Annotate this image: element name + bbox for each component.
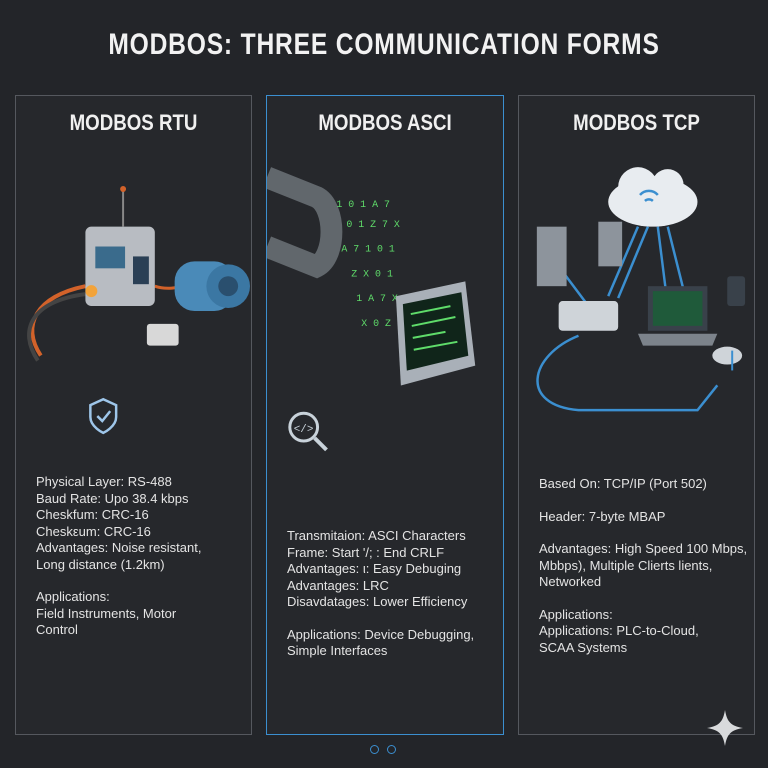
spec-line: Disavdatages: Lower Efficiency (287, 594, 468, 609)
applications-line: Simple Interfaces (287, 643, 388, 658)
laptop-icon (637, 286, 718, 346)
sensor-icon (146, 323, 179, 346)
phone-icon (727, 276, 746, 306)
spec-line: Physical Layer: RS-488 (36, 474, 172, 489)
card-title: MODBOS RTU (69, 110, 198, 135)
applications-line: Applications: (36, 589, 110, 604)
svg-text:1 0 1 A 7: 1 0 1 A 7 (336, 199, 390, 210)
svg-text:Z X 0 1: Z X 0 1 (351, 268, 393, 279)
page-dot[interactable] (387, 745, 396, 754)
card-modbus-tcp: MODBOS TCP Based On: TCP/IP (Port 502) H… (518, 95, 755, 735)
spec-line: Advantages: ι: Easy Debuging (287, 561, 462, 576)
page-dot[interactable] (370, 745, 379, 754)
tcp-network-illustration (536, 167, 746, 412)
router-icon (558, 301, 619, 331)
spec-line: Advantages: LRC (287, 577, 389, 593)
applications-line: SCAA Systems (539, 639, 628, 655)
server-icon (536, 221, 623, 287)
spec-line: Header: 7-byte MBAP (539, 508, 666, 524)
code-search-icon: </> (288, 411, 328, 452)
applications-line: Control (36, 622, 78, 637)
spec-line: Transmitaion: ASCI Characters (287, 528, 466, 543)
controller-box-icon (85, 186, 155, 306)
spec-line: Frame: Start '/; : End CRLF (287, 544, 445, 560)
rtu-device-illustration (27, 186, 251, 435)
rtu-specs: Physical Layer: RS-488 Baud Rate: Upo 38… (36, 474, 243, 639)
cloud-upload-icon (712, 346, 743, 371)
spec-line: Baud Rate: Upo 38.4 kbps (36, 490, 189, 506)
spec-line: Long distance (1.2km) (36, 556, 165, 572)
sparkle-icon (707, 710, 743, 746)
ascii-terminal-illustration: 1 0 1 A 7 0 1 Z 7 X A 7 1 0 1 Z X 0 1 1 A 7 … (267, 167, 476, 452)
spec-line: Advantages: High Speed 100 Mbps, (539, 541, 748, 556)
pipe-icon (267, 167, 343, 279)
monitor-icon (395, 281, 476, 386)
card-modbus-ascii: MODBOS ASCI 1 0 1 A 7 0 1 Z 7 X A 7 1 0 1 Z… (266, 95, 504, 735)
card-modbus-rtu: MODBOS RTU Physical Layer: RS-488 Baud R… (15, 95, 252, 735)
motor-icon (174, 261, 251, 311)
page-title: MODBOS: THREE COMMUNICATION FORMS (108, 28, 660, 61)
applications-line: Applications: PLC-to-Cloud, (539, 623, 699, 638)
spec-line: Mbbps), Multiple Clierts lients, (539, 557, 713, 573)
applications-line: Field Instruments, Motor (36, 605, 177, 621)
tcp-specs: Based On: TCP/IP (Port 502) Header: 7-by… (539, 476, 748, 656)
svg-text:0 1 Z 7 X: 0 1 Z 7 X (346, 219, 400, 230)
applications-line: Applications: (539, 606, 613, 622)
shield-check-icon (89, 397, 118, 435)
pagination-dots (370, 745, 396, 754)
spec-line: Based On: TCP/IP (Port 502) (539, 476, 707, 491)
ascii-specs: Transmitaion: ASCI Characters Frame: Sta… (287, 528, 495, 660)
svg-text:A 7 1 0 1: A 7 1 0 1 (341, 244, 395, 255)
svg-text:</>: </> (294, 424, 314, 436)
card-title: MODBOS TCP (573, 110, 700, 135)
spec-line: Networked (539, 574, 602, 589)
applications-line: Applications: Device Debugging, (287, 626, 475, 642)
svg-text:1 A 7 X: 1 A 7 X (356, 293, 398, 304)
card-title: MODBOS ASCI (318, 110, 452, 135)
spec-line: Advantages: Noise resistant, (36, 540, 202, 555)
spec-line: Cheskεum: CRC-16 (36, 523, 151, 539)
spec-line: Cheskfum: CRC-16 (36, 507, 149, 522)
svg-text:X 0 Z: X 0 Z (361, 318, 391, 329)
cloud-icon (608, 167, 698, 227)
